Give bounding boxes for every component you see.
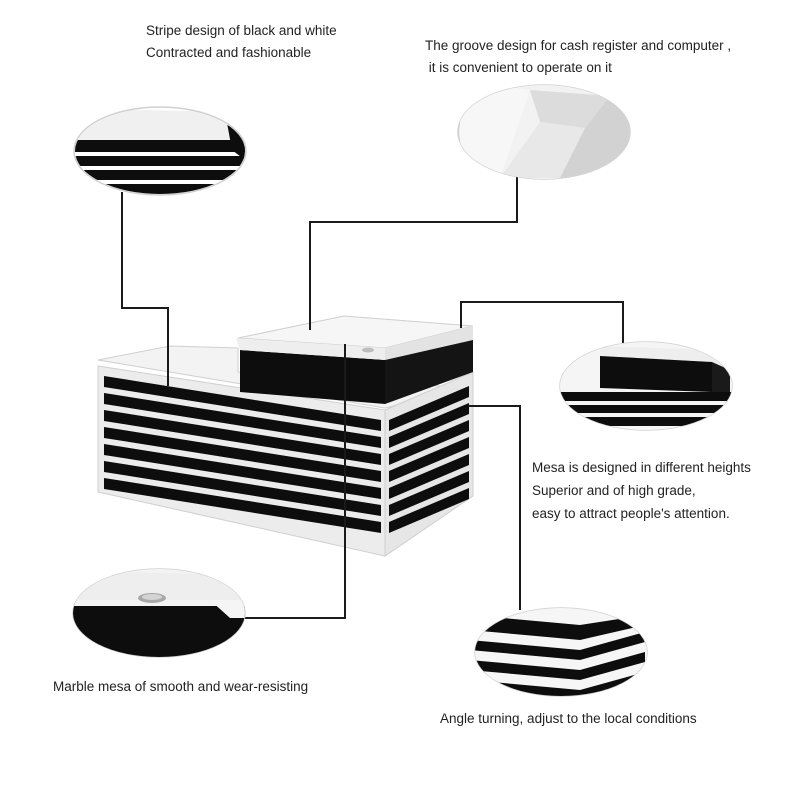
- detail-angle-ellipse: [474, 607, 648, 697]
- callout-stripe-line-1: Stripe design of black and white: [146, 23, 337, 38]
- side-stripes: [389, 386, 469, 533]
- callout-stripe: Stripe design of black and white Contrac…: [146, 20, 337, 64]
- desk-main: [97, 315, 474, 557]
- callout-groove-line-2: it is convenient to operate on it: [425, 60, 612, 75]
- callout-mesa-height-line-1: Mesa is designed in different heights: [532, 460, 751, 475]
- callout-groove: The groove design for cash register and …: [425, 35, 731, 79]
- callout-angle-line-1: Angle turning, adjust to the local condi…: [440, 711, 697, 726]
- detail-height-ellipse: [559, 341, 733, 431]
- callout-angle: Angle turning, adjust to the local condi…: [440, 708, 697, 730]
- callout-mesa-height-line-2: Superior and of high grade,: [532, 483, 696, 498]
- front-stripes: [104, 376, 381, 533]
- callout-marble: Marble mesa of smooth and wear-resisting: [53, 676, 308, 698]
- cable-grommet: [362, 347, 374, 353]
- detail-marble-ellipse: [72, 568, 246, 658]
- callout-mesa-height-line-3: easy to attract people's attention.: [532, 506, 730, 521]
- raised-counter-front: [240, 350, 385, 404]
- detail-stripe-ellipse: [73, 106, 247, 196]
- callout-marble-line-1: Marble mesa of smooth and wear-resisting: [53, 679, 309, 694]
- detail-groove-ellipse: [457, 84, 631, 180]
- callout-groove-line-1: The groove design for cash register and …: [425, 38, 732, 53]
- leader-lines: [121, 176, 624, 619]
- callout-mesa-height: Mesa is designed in different heights Su…: [532, 456, 751, 525]
- callout-stripe-line-2: Contracted and fashionable: [146, 45, 312, 60]
